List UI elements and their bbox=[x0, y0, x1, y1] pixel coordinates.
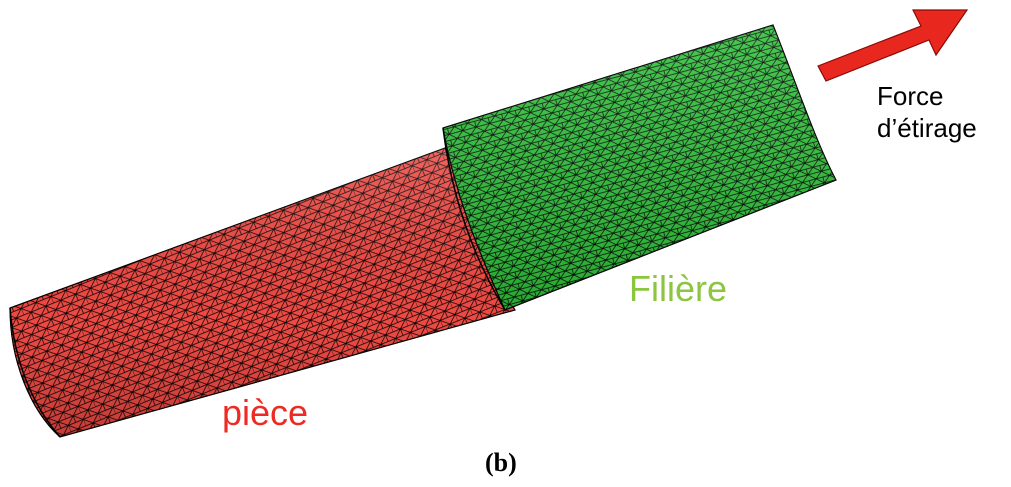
force-label: Force d’étirage bbox=[877, 80, 977, 144]
figure-caption: (b) bbox=[485, 448, 517, 477]
force-arrow-icon bbox=[817, 9, 969, 82]
force-label-line1: Force bbox=[877, 81, 944, 111]
die-label: Filière bbox=[629, 268, 728, 309]
force-label-line2: d’étirage bbox=[877, 113, 977, 143]
die-cylinder bbox=[442, 24, 837, 311]
workpiece-label: pièce bbox=[222, 392, 309, 433]
